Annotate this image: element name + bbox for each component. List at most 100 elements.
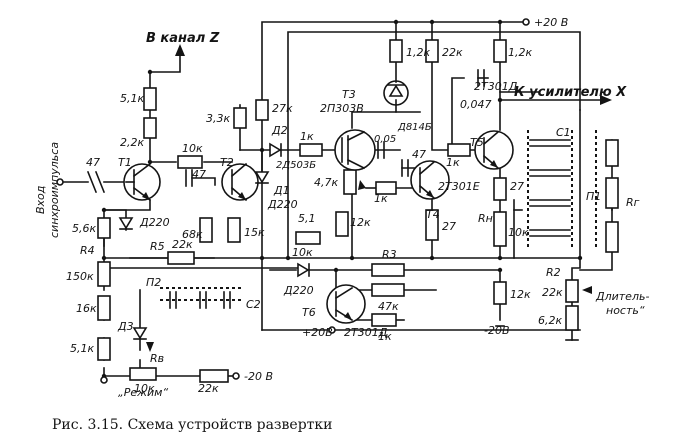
label-rv: Rв: [150, 352, 164, 365]
resistor-rv-10k: [129, 367, 157, 381]
label-r-1k-a: 1к: [374, 192, 388, 205]
label-r-3-3k: 3,3к: [206, 112, 230, 125]
label-r-12k-b: 12к: [510, 288, 531, 301]
resistor-15k: [227, 217, 241, 243]
label-supply-pos-t6: +20В: [302, 326, 333, 339]
label-d220-bottom: Д220: [283, 284, 314, 297]
label-c-47-in: 47: [86, 156, 100, 169]
resistor-1k-t3: [299, 143, 323, 157]
label-r-1-2k-b: 1,2к: [508, 46, 532, 59]
diodes: [118, 80, 409, 340]
label-vkhod-2: синхроимпульса: [48, 142, 61, 238]
label-rezhim: „Режим“: [118, 386, 168, 399]
transistor-t1: [123, 162, 161, 202]
label-c-0-047: 0,047: [460, 98, 492, 111]
label-t1: T1: [118, 156, 132, 169]
label-r3: R3: [382, 248, 397, 261]
resistor-rn-10k: [493, 211, 507, 247]
label-r-12k-a: 12к: [350, 216, 371, 229]
label-r-150k: 150к: [66, 270, 94, 283]
label-t3: T3: [342, 88, 356, 101]
resistors: [97, 39, 619, 383]
label-c-47-t4: 47: [412, 148, 426, 161]
resistor-rg-a: [605, 139, 619, 167]
label-zener: Д814Б: [397, 122, 432, 133]
label-rn: Rн: [478, 212, 493, 225]
resistor-1k-b: [447, 143, 471, 157]
label-r-2-2k: 2,2к: [120, 136, 144, 149]
label-r-1k-b: 1к: [446, 156, 460, 169]
label-r-4-7k: 4,7к: [314, 176, 338, 189]
label-t3-type: 2П303В: [320, 102, 364, 115]
transistor-t5: [474, 130, 514, 170]
transistors: [123, 129, 514, 324]
label-c2: C2: [246, 298, 261, 311]
label-p1: П1: [586, 190, 601, 203]
resistor-150k: [97, 261, 111, 287]
label-rg: Rг: [626, 196, 640, 209]
label-t4-type: 2Т301Е: [438, 180, 480, 193]
label-r4: R4: [80, 244, 95, 257]
label-r-6-2k: 6,2к: [538, 314, 562, 327]
label-r2: R2: [546, 266, 561, 279]
label-t6: T6: [302, 306, 316, 319]
resistor-27-b: [493, 177, 507, 201]
resistor-5-1k: [143, 87, 157, 111]
diode-d1: [254, 171, 270, 184]
label-r-5-1k-b: 5,1к: [70, 342, 94, 355]
label-supply-neg-b: -20 В: [244, 370, 273, 383]
label-t4: T4: [426, 208, 440, 221]
label-supply-pos: +20 В: [534, 16, 568, 29]
label-d220-left: Д220: [139, 216, 170, 229]
label-t5-type: 2Т301Д: [474, 80, 518, 93]
resistor-12k-a: [335, 211, 349, 237]
resistor-27-a: [425, 209, 439, 241]
label-r-22k-r5: 22к: [172, 238, 193, 251]
label-t6-type: 2Т301Д: [344, 326, 388, 339]
label-c-47-t1: 47: [192, 168, 206, 181]
label-r-10k-d: 10к: [134, 382, 155, 395]
resistor-rg-c: [605, 221, 619, 253]
label-d3: Д3: [117, 320, 134, 333]
label-r-27k: 27к: [272, 102, 293, 115]
label-c1: C1: [556, 126, 571, 139]
label-r-68k: 68к: [182, 228, 203, 241]
transistor-t3: [334, 129, 376, 171]
resistor-5-6k: [97, 217, 111, 239]
label-r-47k: 47к: [378, 300, 399, 313]
resistor-22k-d: [199, 369, 229, 383]
diode-d3: [132, 327, 148, 340]
resistor-12k-b: [493, 281, 507, 305]
figure-caption: Рис. 3.15. Схема устройств развертки: [52, 417, 333, 433]
label-r-16k: 16к: [76, 302, 97, 315]
wiring: [59, 21, 613, 381]
transistor-t2: [221, 162, 259, 202]
label-kanal-z: В канал Z: [146, 31, 220, 46]
labels: +20 В +20В -20В -20 В В канал Z К усилит…: [34, 16, 649, 399]
resistor-5-1-10k: [295, 231, 321, 245]
resistor-68k: [199, 217, 213, 243]
diode-d220-bottom: [297, 262, 310, 278]
label-r-27-a: 27: [442, 220, 456, 233]
resistor-16k: [97, 295, 111, 321]
label-d1-type: Д220: [267, 198, 298, 211]
label-r-1k-c: 1к: [378, 330, 392, 343]
resistor-r2-22k: [565, 279, 579, 303]
label-r5: R5: [150, 240, 165, 253]
label-c-005: 0,05: [374, 134, 396, 145]
label-r-10k-b: 10к: [292, 246, 313, 259]
resistor-6-2k: [565, 305, 579, 331]
label-r-5-6k: 5,6к: [72, 222, 96, 235]
resistor-47k: [371, 283, 405, 297]
label-r-10k-c: 10к: [508, 226, 529, 239]
label-r-5-1k: 5,1к: [120, 92, 144, 105]
resistor-1-2k-b: [493, 39, 507, 63]
diode-d220-left: [118, 217, 134, 230]
resistor-1k-c: [371, 313, 397, 327]
label-p2: П2: [146, 276, 161, 289]
resistor-r3: [371, 263, 405, 277]
label-r-5-1-b: 5,1: [298, 212, 316, 225]
label-t2: T2: [220, 156, 234, 169]
label-d2-type: 2Д503Б: [276, 160, 316, 171]
label-r-15k: 15к: [244, 226, 265, 239]
